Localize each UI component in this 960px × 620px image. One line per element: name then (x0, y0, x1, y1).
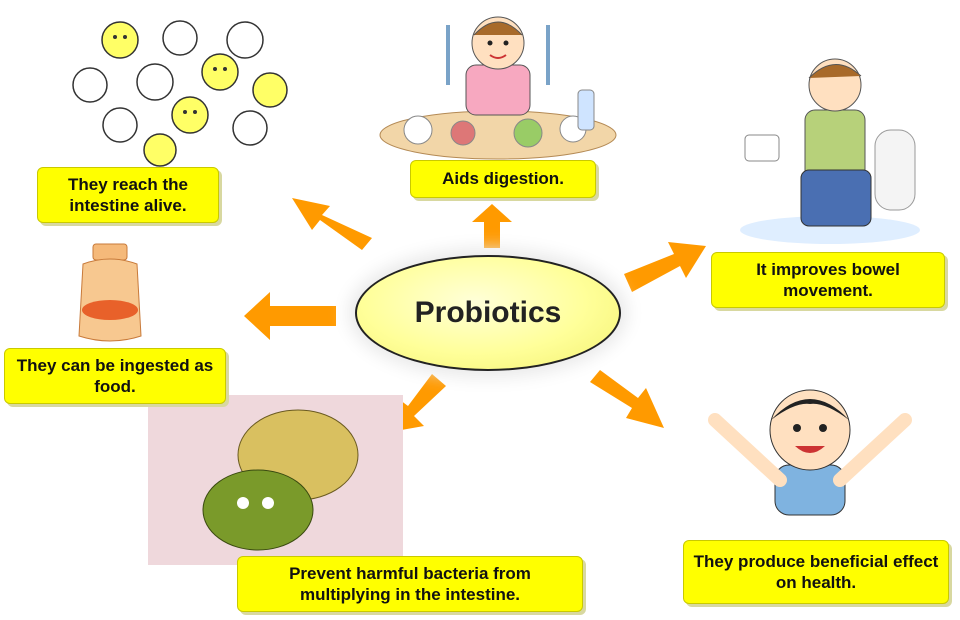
box-text: It improves bowel movement. (756, 259, 900, 300)
box-beneficial-effect: They produce beneficial effect on health… (683, 540, 949, 604)
arrow-lower-right (590, 370, 664, 428)
bacteria-fight-illustration (148, 395, 403, 565)
box-bowel-movement: It improves bowel movement. (711, 252, 945, 308)
box-text: Aids digestion. (442, 169, 564, 189)
center-label: Probiotics (414, 296, 562, 329)
box-text: They reach the intestine alive. (68, 174, 188, 215)
boy-on-toilet-illustration (740, 58, 920, 244)
box-reach-intestine: They reach the intestine alive. (37, 167, 219, 223)
box-ingested-food: They can be ingested as food. (4, 348, 226, 404)
box-text: Prevent harmful bacteria from multiplyin… (289, 563, 531, 604)
arrow-up (472, 204, 512, 248)
happy-boy-illustration (708, 389, 912, 516)
yogurt-drink-illustration (78, 243, 142, 342)
arrow-left (244, 292, 336, 340)
arrow-lower-left (390, 374, 446, 432)
arrow-right (624, 242, 706, 292)
probiotics-center: Probiotics (355, 255, 621, 371)
box-text: They can be ingested as food. (16, 355, 214, 396)
box-prevent-harmful: Prevent harmful bacteria from multiplyin… (237, 556, 583, 612)
box-text: They produce beneficial effect on health… (693, 551, 939, 592)
box-aids-digestion: Aids digestion. (410, 160, 596, 198)
arrow-upper-left (292, 198, 372, 250)
boy-eating-illustration (379, 16, 617, 160)
bacteria-cluster-illustration (72, 20, 288, 167)
